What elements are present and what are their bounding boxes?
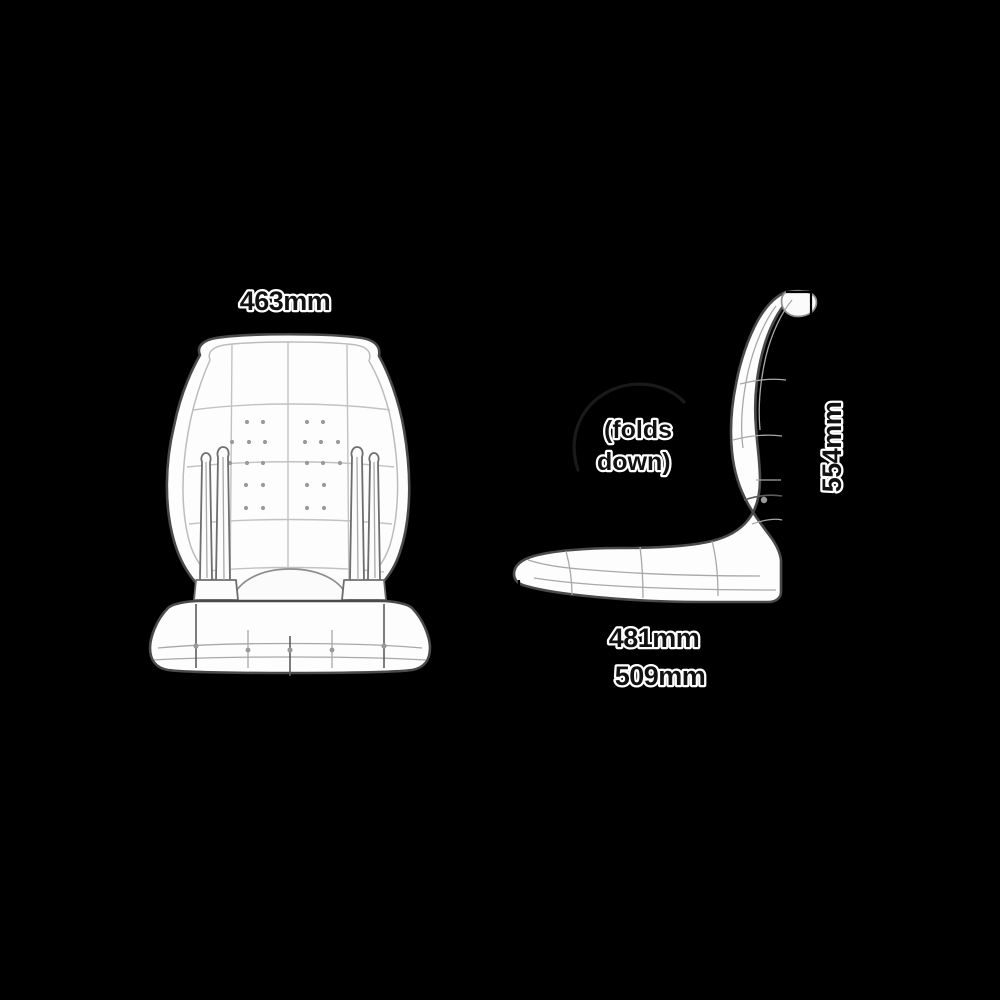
folds-down-arrowhead-icon [565,462,601,486]
dimension-554mm-label: 554mm [817,402,847,493]
folds-down-label-line2: down) [597,448,671,476]
folds-down-arc-icon [572,382,686,472]
side-view-detail-lines [527,299,793,599]
dimension-554mm: 554mm [815,291,854,603]
dimension-481mm: 481mm [518,607,794,655]
base-hardware-marks [193,643,387,653]
side-view-group: (folds down) 554mm 481mm [512,289,872,693]
dimension-481mm-label: 481mm [609,623,700,653]
dimension-509mm-label: 509mm [615,661,706,691]
folds-down-label-line1: (folds [604,416,672,444]
dimension-463mm-label: 463mm [240,286,331,316]
dimension-463mm: 463mm [145,284,426,324]
folds-down-annotation: (folds down) [565,382,686,486]
hinge-marker [760,496,768,504]
dimension-509mm: 509mm [518,645,810,693]
front-view-group: 463mm [144,284,432,676]
seat-side-profile [512,289,815,604]
seat-back-perforations [227,419,343,511]
